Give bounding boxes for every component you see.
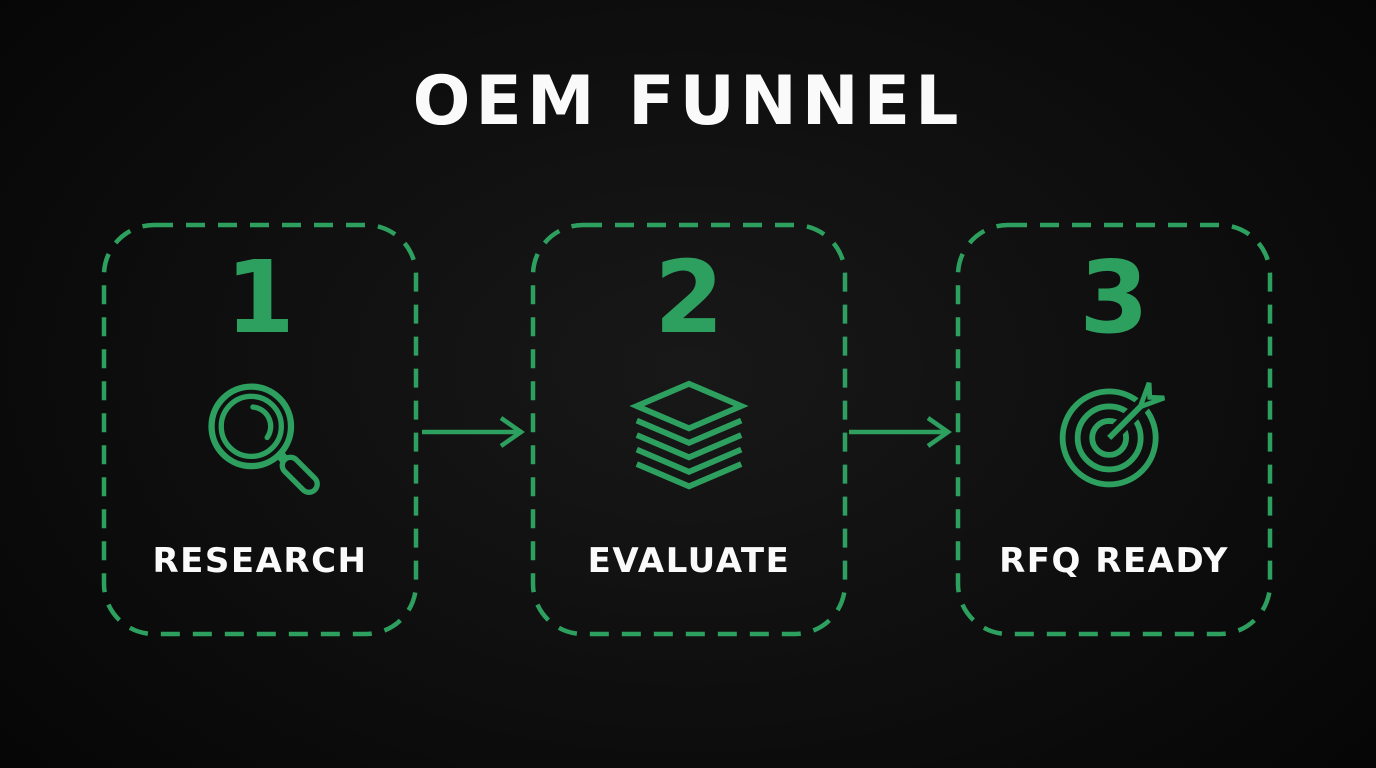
step-label: RFQ READY: [999, 541, 1229, 581]
layers-stack-icon: [530, 378, 848, 496]
dashed-border: [530, 222, 848, 637]
dashed-border: [955, 222, 1273, 637]
step-card-research: 1 RESEARCH: [101, 222, 419, 637]
step-card-rfq-ready: 3 RFQ READY: [955, 222, 1273, 637]
target-dart-icon: [955, 372, 1273, 498]
dashed-border: [101, 222, 419, 637]
arrow-right-icon: [849, 416, 952, 448]
arrow-right-icon: [422, 416, 525, 448]
step-card-evaluate: 2 EVALUATE: [530, 222, 848, 637]
step-number: 1: [225, 239, 295, 356]
diagram-title: OEM FUNNEL: [412, 62, 964, 141]
magnifier-search-icon: [101, 374, 419, 500]
step-label: RESEARCH: [152, 541, 368, 581]
step-label: EVALUATE: [587, 541, 791, 581]
step-number: 3: [1079, 239, 1149, 356]
step-number: 2: [654, 239, 724, 356]
